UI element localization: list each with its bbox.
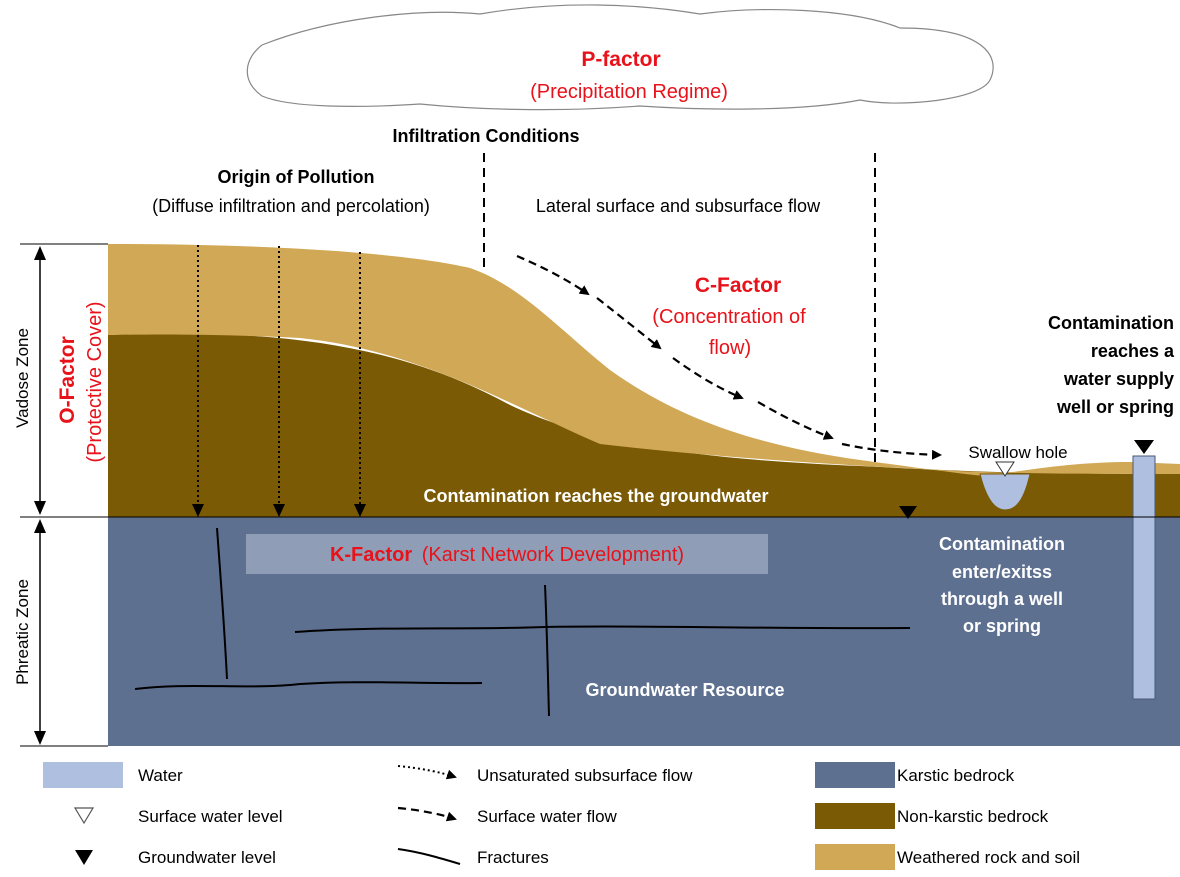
legend-swatch-weathered-rock	[815, 844, 895, 870]
surface-water-level-icon	[995, 461, 1015, 477]
contamination-groundwater-label: Contamination reaches the groundwater	[423, 486, 768, 506]
p-factor-subtitle: (Precipitation Regime)	[530, 81, 728, 103]
legend: Water Surface water level Groundwater le…	[43, 762, 1080, 870]
origin-of-pollution-subtitle: (Diffuse infiltration and percolation)	[152, 196, 430, 216]
k-factor-subtitle: (Karst Network Development)	[422, 544, 684, 566]
legend-label-weathered-rock: Weathered rock and soil	[897, 848, 1080, 867]
groundwater-level-icon	[1134, 440, 1154, 454]
arrowhead-icon	[34, 731, 46, 745]
contamination-well-line3: water supply	[1063, 369, 1174, 389]
arrowhead-icon	[34, 246, 46, 260]
legend-label-groundwater-level: Groundwater level	[138, 848, 276, 867]
cloud-shape	[246, 4, 994, 111]
fracture-line	[134, 681, 483, 690]
water-supply-well	[1132, 455, 1156, 700]
legend-label-surface-water-flow: Surface water flow	[477, 807, 618, 826]
c-factor-line2: flow)	[709, 337, 751, 359]
non-karstic-bedrock-layer	[108, 333, 1180, 517]
contamination-well-line2: reaches a	[1091, 341, 1175, 361]
legend-swatch-water	[43, 762, 123, 788]
contamination-enter-line2: enter/exitss	[952, 562, 1052, 582]
fracture-line	[216, 527, 228, 680]
groundwater-resource-label: Groundwater Resource	[585, 680, 784, 700]
surface-flow-arrow	[516, 254, 590, 296]
filled-down-triangle-icon	[75, 850, 93, 865]
surface-flow-arrow	[757, 401, 834, 440]
surface-flow-arrow	[672, 357, 744, 400]
groundwater-level-icon	[899, 506, 917, 519]
vadose-zone-label: Vadose Zone	[13, 328, 32, 428]
legend-label-water: Water	[138, 766, 183, 785]
legend-label-surface-water-level: Surface water level	[138, 807, 283, 826]
fracture-line	[294, 625, 911, 633]
o-factor-title: O-Factor	[56, 336, 79, 424]
lateral-flow-label: Lateral surface and subsurface flow	[536, 196, 821, 216]
k-factor-label: K-Factor (Karst Network Development)	[330, 544, 684, 566]
dotted-arrow-icon	[397, 765, 457, 780]
swallow-hole-label: Swallow hole	[968, 443, 1067, 462]
fracture-line-icon	[397, 848, 461, 865]
arrowhead-icon	[354, 504, 366, 517]
legend-swatch-karstic-bedrock	[815, 762, 895, 788]
contamination-well-line1: Contamination	[1048, 313, 1174, 333]
arrowhead-icon	[34, 519, 46, 533]
arrowhead-icon	[34, 501, 46, 515]
c-factor-line1: (Concentration of	[652, 306, 806, 328]
weathered-rock-layer	[108, 244, 1180, 476]
dashed-arrow-icon	[397, 806, 457, 822]
legend-label-unsaturated-flow: Unsaturated subsurface flow	[477, 766, 693, 785]
legend-label-non-karstic-bedrock: Non-karstic bedrock	[897, 807, 1049, 826]
phreatic-zone-label: Phreatic Zone	[13, 579, 32, 685]
swallow-hole-water	[979, 473, 1031, 511]
contamination-enter-line3: through a well	[941, 589, 1063, 609]
k-factor-box	[246, 534, 768, 574]
p-factor-title: P-factor	[581, 48, 660, 71]
surface-flow-arrow	[841, 442, 942, 460]
c-factor-title: C-Factor	[695, 274, 781, 297]
arrowhead-icon	[192, 504, 204, 517]
contamination-enter-line4: or spring	[963, 616, 1041, 636]
legend-label-karstic-bedrock: Karstic bedrock	[897, 766, 1015, 785]
contamination-well-line4: well or spring	[1056, 397, 1174, 417]
legend-label-fractures: Fractures	[477, 848, 549, 867]
infiltration-conditions-label: Infiltration Conditions	[393, 126, 580, 146]
surface-flow-arrow	[596, 297, 662, 350]
k-factor-title: K-Factor	[330, 544, 412, 566]
arrowhead-icon	[273, 504, 285, 517]
contamination-enter-line1: Contamination	[939, 534, 1065, 554]
legend-swatch-non-karstic-bedrock	[815, 803, 895, 829]
fracture-line	[544, 584, 550, 717]
origin-of-pollution-title: Origin of Pollution	[218, 167, 375, 187]
o-factor-subtitle: (Protective Cover)	[84, 301, 106, 462]
hollow-down-triangle-icon	[73, 807, 95, 825]
